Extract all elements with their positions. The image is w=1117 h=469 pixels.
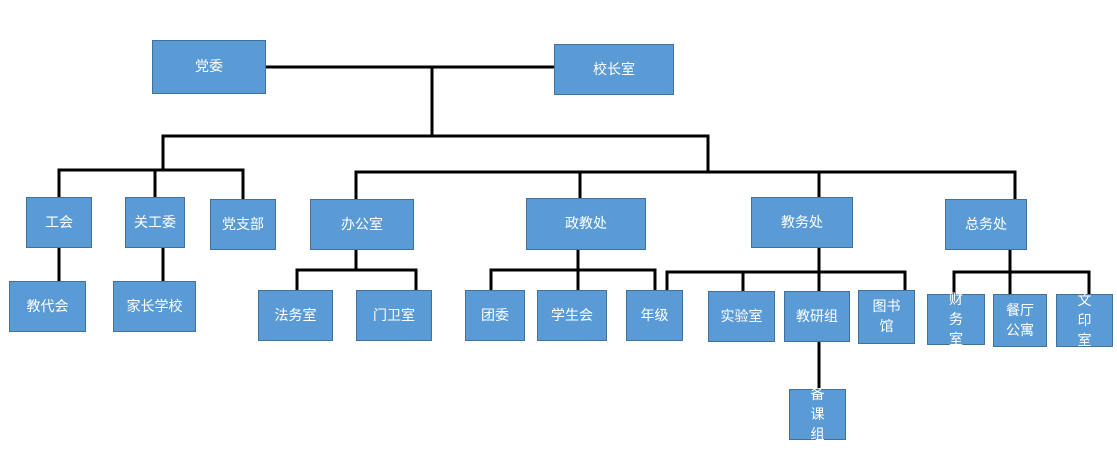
node-tushu: 图书馆 (858, 290, 915, 344)
node-shiyan: 实验室 (708, 291, 775, 342)
node-label: 校长室 (593, 61, 635, 78)
node-canting: 餐厅公寓 (993, 294, 1047, 347)
node-zongwu: 总务处 (945, 199, 1027, 250)
connector-bangong-bus (295, 248, 418, 292)
node-dangwei: 党委 (152, 40, 266, 94)
connector-jiaowu-bus (665, 246, 907, 293)
node-label: 教研组 (796, 308, 838, 325)
node-jiaoyan: 教研组 (784, 291, 850, 342)
node-jiaodai: 教代会 (9, 281, 86, 332)
node-xiaozhang: 校长室 (554, 44, 674, 95)
node-xuesheng: 学生会 (537, 290, 607, 341)
node-label: 家长学校 (126, 298, 183, 315)
node-label: 餐厅公寓 (1006, 302, 1034, 339)
node-label: 党支部 (222, 216, 264, 233)
node-wenyin: 文印室 (1056, 293, 1113, 349)
node-label: 办公室 (341, 216, 383, 233)
node-label: 备课组 (810, 386, 825, 443)
node-bangong: 办公室 (310, 199, 414, 250)
node-label: 工会 (45, 214, 73, 231)
node-guangong: 关工委 (125, 197, 185, 248)
node-nianji: 年级 (626, 290, 683, 341)
node-zhengjiao: 政教处 (526, 198, 646, 250)
connector-zongwu-bus (952, 248, 1091, 296)
node-label: 年级 (640, 307, 669, 324)
node-jiazhang: 家长学校 (113, 281, 196, 332)
node-label: 总务处 (965, 216, 1007, 233)
node-label: 文印室 (1077, 292, 1092, 349)
node-fawu: 法务室 (258, 290, 333, 341)
node-label: 政教处 (565, 216, 607, 232)
connector-zhengjiao-bus (489, 248, 657, 292)
node-tuanwei: 团委 (465, 290, 525, 341)
node-label: 学生会 (551, 307, 593, 324)
node-gonghui: 工会 (26, 197, 92, 248)
node-label: 教代会 (26, 298, 69, 315)
node-label: 门卫室 (373, 307, 415, 324)
node-label: 党委 (195, 59, 223, 75)
node-label: 关工委 (134, 214, 176, 231)
node-jiaowu: 教务处 (751, 197, 853, 248)
node-menwei: 门卫室 (356, 290, 432, 341)
node-label: 图书馆 (872, 299, 901, 335)
node-caiwu: 财务室 (927, 292, 985, 348)
node-dangzhibu: 党支部 (210, 199, 276, 250)
node-label: 教务处 (781, 214, 823, 231)
node-label: 团委 (481, 307, 509, 324)
node-label: 法务室 (274, 307, 317, 324)
node-beike: 备课组 (789, 387, 846, 443)
node-label: 财务室 (949, 291, 963, 348)
connector-main-bus (161, 134, 710, 172)
node-label: 实验室 (720, 308, 763, 325)
